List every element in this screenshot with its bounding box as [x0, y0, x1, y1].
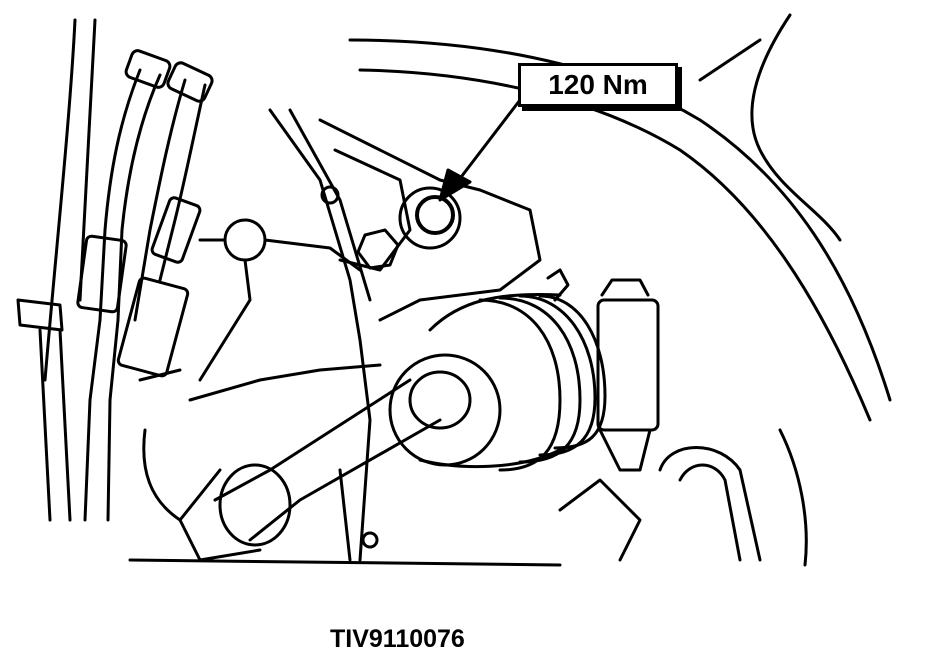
callout-arrowhead — [438, 168, 472, 202]
boot-fold-2 — [498, 296, 582, 464]
hose-a — [98, 68, 142, 322]
rack-boot-inner — [408, 370, 472, 430]
hose-lower-a — [83, 318, 102, 522]
subframe-edge — [698, 38, 762, 82]
tie-rod-joint — [178, 468, 262, 562]
boot-bottom — [418, 448, 562, 469]
torque-callout-label: 120 Nm — [518, 63, 678, 107]
hose-sleeve-2 — [116, 276, 190, 378]
boot-top — [428, 292, 562, 332]
left-cross-2 — [138, 368, 182, 382]
bracket-edge-2 — [288, 108, 372, 302]
rack-clamp — [546, 268, 570, 302]
hose-d — [158, 83, 207, 282]
tie-rod-top — [213, 378, 412, 502]
hose-clip-2 — [166, 61, 214, 103]
lower-pipe-1 — [658, 446, 762, 562]
lower-panel — [778, 428, 808, 567]
lower-bracket — [558, 478, 642, 562]
rack-housing — [596, 298, 660, 432]
hose-sleeve-1 — [76, 234, 128, 314]
torque-bolt-washer — [398, 186, 462, 250]
hose-sleeve-3 — [150, 196, 202, 264]
left-bracket — [16, 298, 64, 332]
subframe-lower — [128, 558, 562, 567]
hose-clip-1 — [124, 49, 172, 89]
boot-fold-4 — [538, 294, 607, 450]
bracket-edge — [268, 108, 372, 562]
ball-joint — [223, 218, 267, 262]
wheel-arch-outer — [348, 38, 892, 402]
left-frame-line-2 — [78, 18, 97, 302]
subframe-rib — [338, 468, 352, 562]
left-cross — [188, 363, 382, 402]
callout-leader — [453, 98, 522, 187]
boot-fold-3 — [518, 294, 597, 457]
figure-id-label: TIV9110076 — [330, 625, 465, 653]
hose-b — [116, 73, 162, 322]
hose-lower-b — [106, 318, 120, 522]
linkage-rod-2 — [198, 258, 252, 382]
bolt-2 — [356, 228, 400, 270]
boot-fold-1 — [478, 298, 562, 472]
torque-bolt-head — [415, 195, 455, 235]
tie-rod-bottom — [248, 418, 442, 542]
left-frame-line — [43, 18, 77, 382]
bracket-hole — [320, 185, 340, 205]
wheel-arch-inner — [358, 68, 872, 422]
lower-pipe-2 — [678, 463, 742, 562]
left-pipe-2 — [58, 328, 72, 522]
rack-valve — [600, 278, 650, 297]
mount-bracket — [318, 118, 542, 322]
subframe-hole — [361, 531, 379, 549]
hose-c — [133, 78, 187, 322]
bracket-inner — [333, 148, 412, 272]
rack-housing-lower — [598, 428, 652, 472]
tie-rod-end — [218, 463, 292, 547]
subframe-left — [142, 428, 182, 522]
left-pipe — [38, 328, 52, 522]
body-panel-curve — [750, 13, 842, 242]
